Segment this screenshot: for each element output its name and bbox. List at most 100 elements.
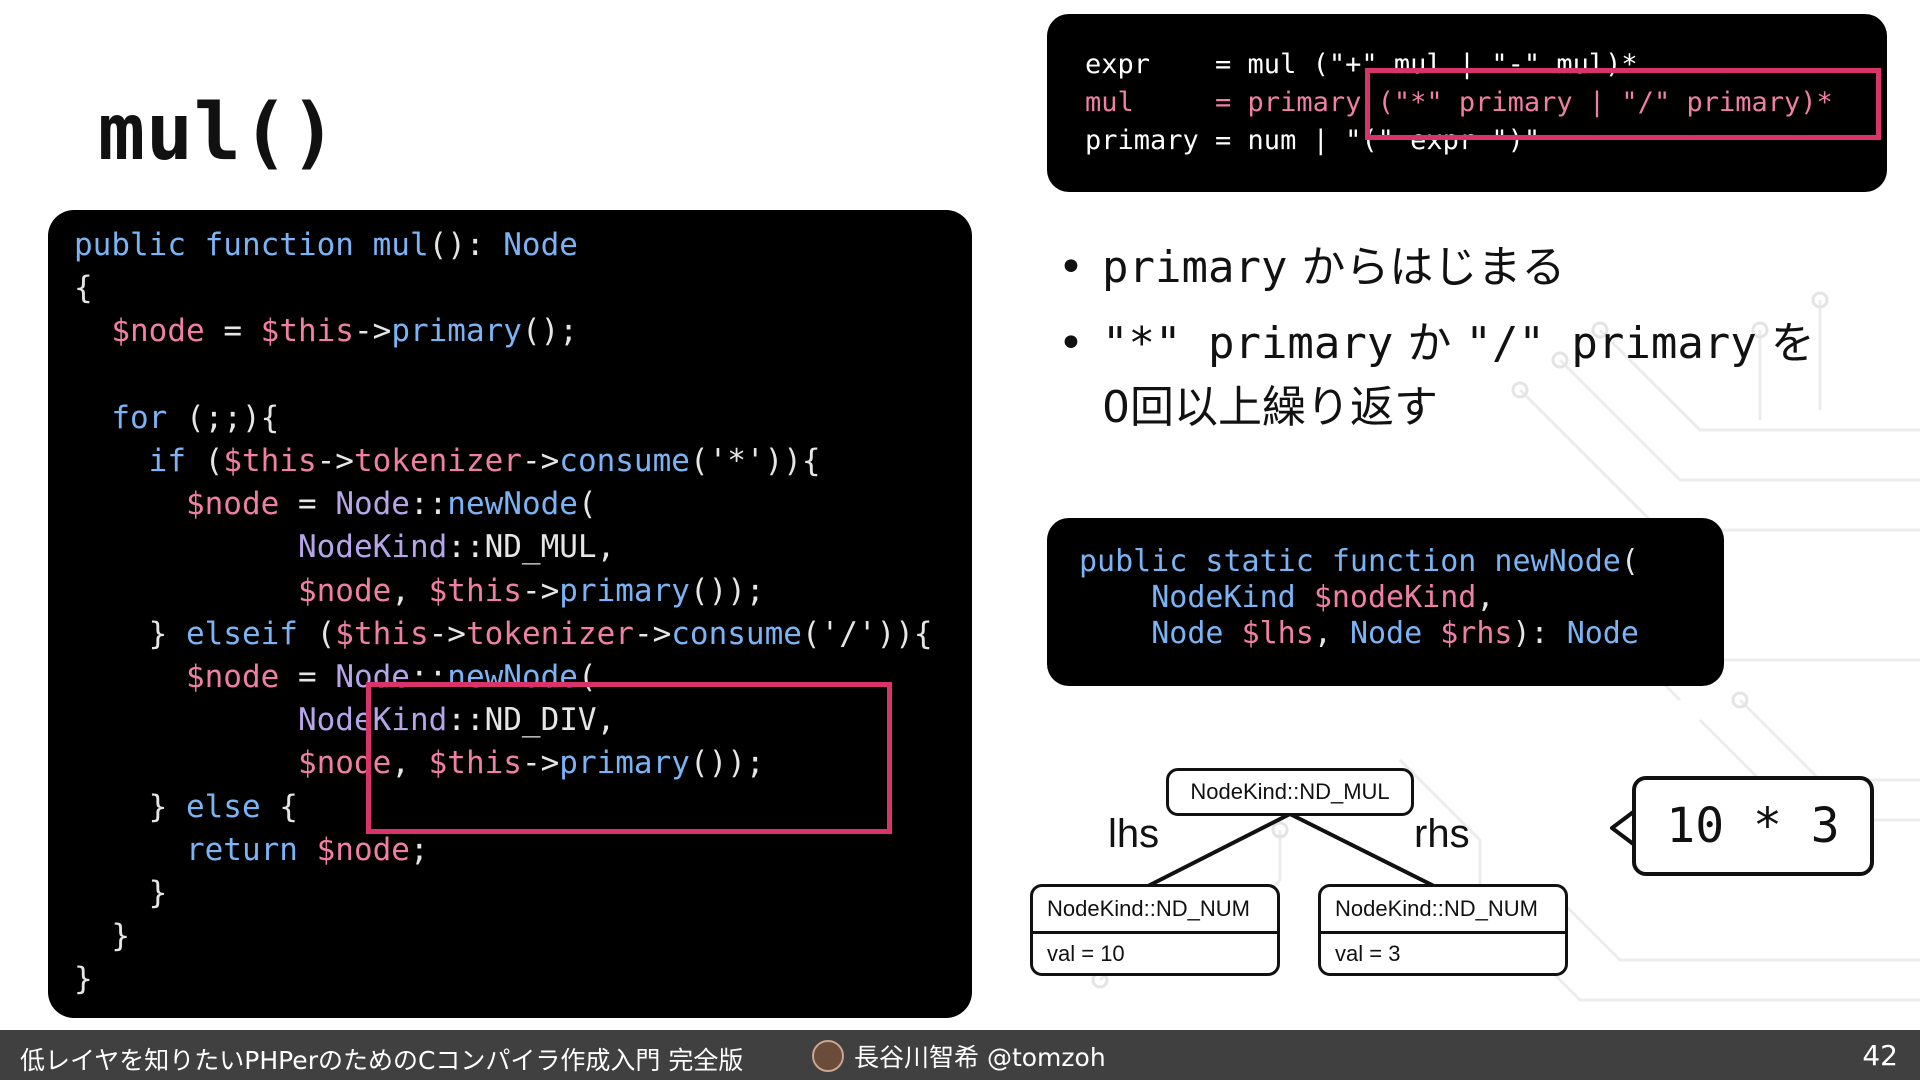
grammar-panel: expr = mul ("+" mul | "-" mul)* mul = pri… — [1047, 14, 1887, 192]
code-token: NodeKind — [1151, 580, 1296, 615]
code-token: ::ND_DIV, — [447, 702, 616, 739]
code-token: } — [74, 615, 186, 652]
code-token: NodeKind — [297, 702, 448, 739]
code-line: $node, $this->primary()); — [74, 570, 933, 613]
code-token — [74, 659, 186, 695]
code-token: primary = num | "(" expr ")" — [1085, 125, 1541, 156]
avatar — [812, 1040, 844, 1072]
code-token: ('/')){ — [801, 615, 933, 652]
author: 長谷川智希 @tomzoh — [812, 1038, 1106, 1074]
code-token: consume — [559, 443, 690, 480]
code-token: -> — [316, 443, 354, 480]
code-token: ; — [409, 831, 429, 868]
code-token: primary — [391, 313, 522, 350]
bullet-code: primary — [1102, 242, 1288, 293]
code-token: -> — [353, 313, 392, 350]
code-token: , — [1476, 580, 1495, 615]
signature-code-block: public static function newNode( NodeKind… — [1079, 544, 1639, 652]
code-token: $rhs — [1440, 616, 1513, 651]
code-token: mul = primary ("*" primary | "/" primary… — [1085, 87, 1833, 118]
bullet-list: primary からはじまる "*" primary か "/" primary… — [1058, 236, 1815, 452]
code-token: primary — [559, 745, 690, 782]
code-token: $node — [185, 659, 280, 696]
code-token — [74, 702, 298, 738]
code-line: } — [74, 958, 933, 1001]
code-token: consume — [671, 615, 802, 652]
code-line — [74, 354, 933, 397]
code-token: if — [148, 443, 186, 480]
code-token — [74, 745, 298, 781]
code-token: -> — [521, 745, 560, 782]
code-token: $this — [335, 615, 429, 652]
code-token — [1296, 580, 1314, 615]
code-token: ( — [1620, 544, 1639, 579]
code-line: mul = primary ("*" primary | "/" primary… — [1085, 84, 1833, 122]
node-kind: NodeKind::ND_NUM — [1321, 887, 1565, 934]
code-token: $node — [185, 486, 280, 523]
bullet-item: primary からはじまる — [1058, 236, 1815, 300]
code-line: $node, $this->primary()); — [74, 742, 933, 785]
code-token: Node — [1566, 616, 1639, 651]
code-line: return $node; — [74, 829, 933, 872]
code-token: public static function newNode — [1079, 544, 1621, 579]
footer-bar: 低レイヤを知りたいPHPerのためのCコンパイラ作成入門 完全版 長谷川智希 @… — [0, 1030, 1920, 1080]
code-token: :: — [409, 486, 448, 523]
bullet-code: "/" primary — [1465, 318, 1757, 369]
code-token — [1422, 616, 1440, 651]
node-value: val = 10 — [1047, 941, 1125, 966]
code-highlight-box — [366, 682, 892, 834]
expression-bubble: 10 * 3 — [1632, 776, 1874, 876]
code-token: Node — [1349, 616, 1423, 651]
bullet-code: "*" primary — [1102, 318, 1394, 369]
code-token: } — [74, 875, 168, 912]
code-line: } — [74, 872, 933, 915]
node-kind: NodeKind::ND_NUM — [1033, 887, 1277, 934]
code-token: ( — [297, 615, 336, 652]
code-token: } — [74, 918, 130, 955]
grammar-highlight-box — [1365, 68, 1881, 140]
code-token — [74, 573, 298, 609]
code-token: elseif — [185, 615, 298, 652]
code-line: NodeKind::ND_MUL, — [74, 526, 933, 569]
page-number: 42 — [1862, 1039, 1898, 1072]
php-code-block: public function mul(): Node{ $node = $th… — [74, 224, 933, 1002]
code-line: Node $lhs, Node $rhs): Node — [1079, 616, 1639, 652]
code-token: newNode — [447, 486, 578, 523]
code-token: $node — [297, 745, 392, 782]
code-line: $node = Node::newNode( — [74, 656, 933, 699]
code-token: , — [391, 572, 429, 609]
code-token: expr = mul ("+" mul | "-" mul)* — [1085, 49, 1638, 80]
code-line: $node = Node::newNode( — [74, 483, 933, 526]
code-token: $node — [316, 831, 410, 868]
code-token: primary — [559, 572, 690, 609]
code-token: ('*')){ — [689, 443, 821, 480]
code-token: $this — [223, 443, 317, 480]
ast-root-node: NodeKind::ND_MUL — [1166, 768, 1414, 816]
code-token — [74, 443, 149, 479]
code-token: (;;){ — [167, 399, 280, 436]
code-token: ( — [185, 443, 224, 480]
code-token — [74, 486, 186, 522]
bullet-text: を — [1756, 318, 1815, 369]
code-token: ): — [1512, 616, 1567, 651]
bullet-text: か — [1393, 318, 1466, 369]
code-token: public function mul — [74, 227, 429, 263]
code-token — [74, 529, 298, 565]
code-panel: public function mul(): Node{ $node = $th… — [48, 210, 972, 1018]
ast-rhs-node: NodeKind::ND_NUM val = 3 — [1318, 884, 1568, 976]
code-token: -> — [428, 615, 466, 652]
code-token — [1224, 616, 1242, 651]
code-token: $lhs — [1241, 616, 1314, 651]
code-token: ( — [577, 486, 597, 523]
code-token: = — [279, 486, 336, 523]
code-token: Node — [503, 227, 578, 263]
rhs-label: rhs — [1414, 812, 1470, 856]
code-token: return — [185, 831, 298, 868]
code-line: } — [74, 915, 933, 958]
code-line: primary = num | "(" expr ")" — [1085, 122, 1833, 160]
code-token: NodeKind — [297, 529, 448, 566]
code-token: $this — [428, 745, 522, 782]
code-token: :: — [409, 659, 448, 696]
code-token: $nodeKind — [1313, 580, 1477, 615]
code-token: ()); — [689, 572, 765, 609]
